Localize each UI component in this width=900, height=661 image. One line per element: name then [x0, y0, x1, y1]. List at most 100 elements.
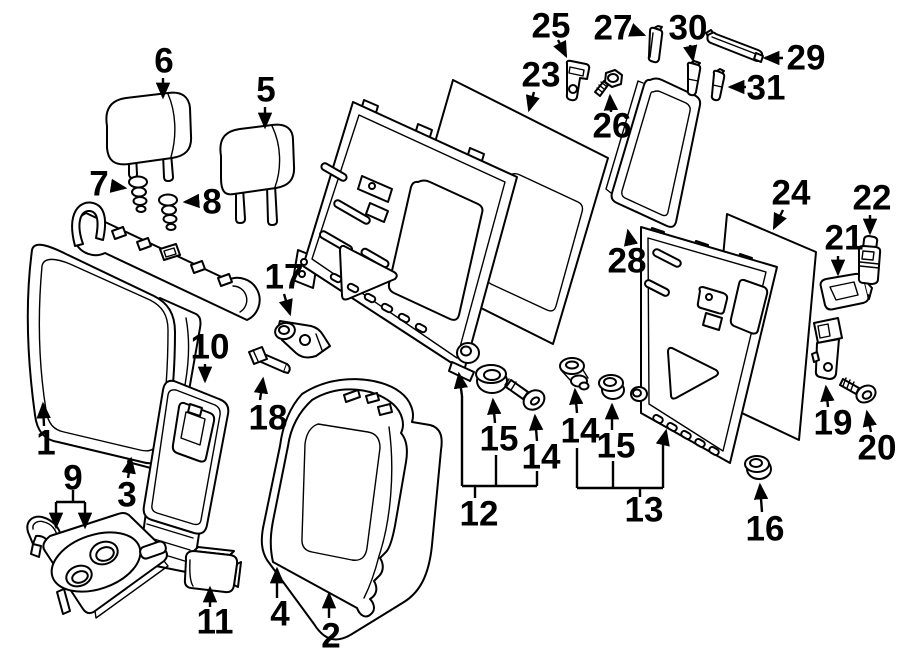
callout-label-8[interactable]: 8	[202, 183, 221, 222]
part-headrest-5	[219, 123, 296, 226]
callout-label-3[interactable]: 3	[117, 476, 136, 515]
callout-24[interactable]: 24	[772, 174, 811, 231]
callout-3[interactable]: 3	[117, 456, 137, 515]
callout-20[interactable]: 20	[858, 409, 897, 468]
callout-26[interactable]: 26	[593, 93, 632, 146]
part-shoulder-bolt-14-left	[504, 378, 546, 411]
callout-label-21[interactable]: 21	[825, 219, 864, 258]
callout-14[interactable]: 14	[522, 413, 561, 477]
callout-7[interactable]: 7	[89, 165, 128, 204]
callout-label-15[interactable]: 15	[597, 427, 636, 466]
callout-arrow	[772, 209, 787, 231]
part-cushion-hook	[71, 201, 107, 247]
part-headrest-guide-22	[857, 235, 882, 285]
part-armrest-10	[138, 379, 230, 574]
callout-label-2[interactable]: 2	[321, 617, 340, 656]
callout-18[interactable]: 18	[249, 376, 288, 438]
callout-label-16[interactable]: 16	[746, 510, 785, 549]
callout-label-14[interactable]: 14	[522, 438, 561, 477]
callout-10[interactable]: 10	[191, 328, 230, 384]
callout-label-20[interactable]: 20	[858, 429, 897, 468]
callout-5[interactable]: 5	[256, 71, 276, 130]
parts-artwork	[26, 25, 882, 641]
callout-29[interactable]: 29	[762, 39, 826, 78]
callout-label-6[interactable]: 6	[154, 42, 173, 81]
callout-1[interactable]: 1	[36, 401, 56, 463]
callout-label-9[interactable]: 9	[63, 459, 82, 498]
callout-arrow	[528, 413, 544, 442]
callout-label-19[interactable]: 19	[814, 404, 853, 443]
callout-arrow	[655, 428, 670, 447]
callout-13[interactable]: 13	[575, 428, 670, 530]
callout-27[interactable]: 27	[594, 9, 647, 48]
callout-label-22[interactable]: 22	[853, 179, 892, 218]
callout-label-13[interactable]: 13	[625, 491, 664, 530]
callout-21[interactable]: 21	[825, 219, 864, 277]
callout-label-14[interactable]: 14	[561, 412, 600, 451]
callout-arrow	[569, 387, 584, 414]
part-trim-frame-28	[605, 77, 702, 228]
callout-2[interactable]: 2	[321, 591, 341, 656]
part-grommet-15-right	[598, 374, 625, 400]
callout-17[interactable]: 17	[265, 258, 304, 317]
part-latch-19	[811, 317, 843, 380]
callout-label-27[interactable]: 27	[594, 9, 633, 48]
part-bolt-20	[839, 377, 877, 404]
callout-label-1[interactable]: 1	[36, 424, 55, 463]
callout-arrow	[553, 39, 568, 59]
callout-label-5[interactable]: 5	[256, 71, 275, 110]
part-clip-30	[686, 60, 702, 97]
callout-label-12[interactable]: 12	[460, 495, 499, 534]
part-headrest-guide-8	[158, 193, 178, 231]
part-sleeve-14-right	[559, 357, 590, 391]
callout-label-4[interactable]: 4	[270, 595, 290, 634]
callout-label-7[interactable]: 7	[89, 165, 108, 204]
callout-label-29[interactable]: 29	[787, 39, 826, 78]
callout-8[interactable]: 8	[182, 183, 222, 222]
callout-arrow	[820, 384, 835, 408]
callout-23[interactable]: 23	[522, 56, 561, 113]
part-clip-25	[565, 59, 591, 102]
callout-arrow	[487, 397, 502, 424]
callout-label-26[interactable]: 26	[593, 107, 632, 146]
callout-arrow	[109, 178, 128, 193]
callout-12[interactable]: 12	[453, 371, 539, 534]
callout-31[interactable]: 31	[727, 69, 786, 108]
callout-15[interactable]: 15	[480, 397, 519, 459]
callout-label-15[interactable]: 15	[480, 420, 519, 459]
callout-label-18[interactable]: 18	[249, 399, 288, 438]
callout-22[interactable]: 22	[853, 179, 892, 236]
callout-label-31[interactable]: 31	[747, 69, 786, 108]
callout-4[interactable]: 4	[269, 566, 290, 634]
callout-28[interactable]: 28	[608, 228, 647, 281]
callout-30[interactable]: 30	[669, 9, 708, 63]
callout-label-17[interactable]: 17	[265, 258, 304, 297]
part-striker-bracket-17	[274, 320, 331, 359]
callout-label-23[interactable]: 23	[522, 56, 561, 95]
callout-label-25[interactable]: 25	[532, 7, 571, 46]
part-grommet-15-left	[475, 364, 508, 394]
callout-14[interactable]: 14	[561, 387, 600, 451]
callout-19[interactable]: 19	[814, 384, 853, 443]
callout-label-10[interactable]: 10	[191, 328, 230, 367]
callout-arrow	[525, 91, 540, 113]
callout-15[interactable]: 15	[597, 402, 636, 466]
callout-label-28[interactable]: 28	[608, 242, 647, 281]
callout-9[interactable]: 9	[48, 459, 93, 530]
callout-16[interactable]: 16	[746, 482, 785, 549]
callout-6[interactable]: 6	[154, 42, 174, 100]
callout-arrow	[278, 293, 293, 317]
part-clip-31	[710, 68, 726, 102]
part-grommet-16	[744, 455, 772, 480]
callout-arrow	[121, 456, 136, 479]
callout-11[interactable]: 11	[197, 585, 234, 642]
callout-label-11[interactable]: 11	[197, 603, 234, 642]
callout-label-30[interactable]: 30	[669, 9, 708, 48]
callout-25[interactable]: 25	[532, 7, 571, 59]
callout-label-24[interactable]: 24	[772, 174, 811, 213]
part-backrest-frame-13	[630, 226, 778, 464]
callout-arrow	[453, 371, 469, 397]
callout-arrow	[627, 23, 647, 37]
